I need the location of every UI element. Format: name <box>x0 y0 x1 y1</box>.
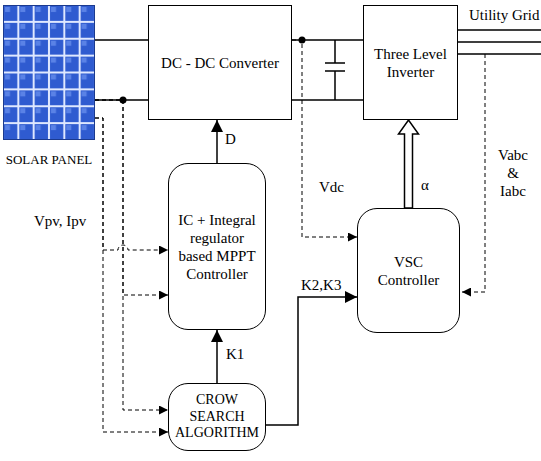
signal-label: Vdc <box>318 178 345 196</box>
connector <box>216 330 218 383</box>
connector <box>399 120 419 208</box>
box-label: Three Level Inverter <box>368 45 453 81</box>
controller-box: IC + Integral regulator based MPPT Contr… <box>168 163 266 330</box>
converter-box: DC - DC Converter <box>148 5 292 120</box>
connector <box>216 120 218 163</box>
sense-line <box>292 40 357 237</box>
box-label: CROW SEARCH ALGORITHM <box>173 392 261 442</box>
box-label: IC + Integral regulator based MPPT Contr… <box>173 211 261 283</box>
signal-label: D <box>224 130 237 148</box>
signal-label: α <box>420 176 430 194</box>
sense-line <box>95 100 168 410</box>
box-label: VSC Controller <box>362 253 455 289</box>
box-label: DC - DC Converter <box>161 54 279 72</box>
signal-label: Vabc & Iabc <box>492 146 534 200</box>
sense-line <box>95 118 168 432</box>
controller-box: VSC Controller <box>357 208 460 333</box>
signal-label: K1 <box>225 345 245 363</box>
solar-cells <box>4 6 95 140</box>
signal-label: K2,K3 <box>300 276 342 294</box>
signal-label: Utility Grid <box>468 6 540 24</box>
signal-label: Vpv, Ipv <box>33 212 87 230</box>
capacitor-symbol <box>325 40 345 100</box>
solar-panel: SOLAR PANEL <box>3 5 95 140</box>
grid-wires <box>458 30 541 54</box>
grid-sense-line <box>462 54 485 292</box>
inverter-box: Three Level Inverter <box>363 5 458 120</box>
solar-panel-art <box>3 5 95 140</box>
sense-line <box>95 100 168 295</box>
sense-line <box>95 118 168 250</box>
connector <box>292 40 363 100</box>
algorithm-box: CROW SEARCH ALGORITHM <box>168 383 266 451</box>
panel-caption: SOLAR PANEL <box>6 152 93 168</box>
connector <box>95 40 148 100</box>
connector <box>266 297 357 425</box>
